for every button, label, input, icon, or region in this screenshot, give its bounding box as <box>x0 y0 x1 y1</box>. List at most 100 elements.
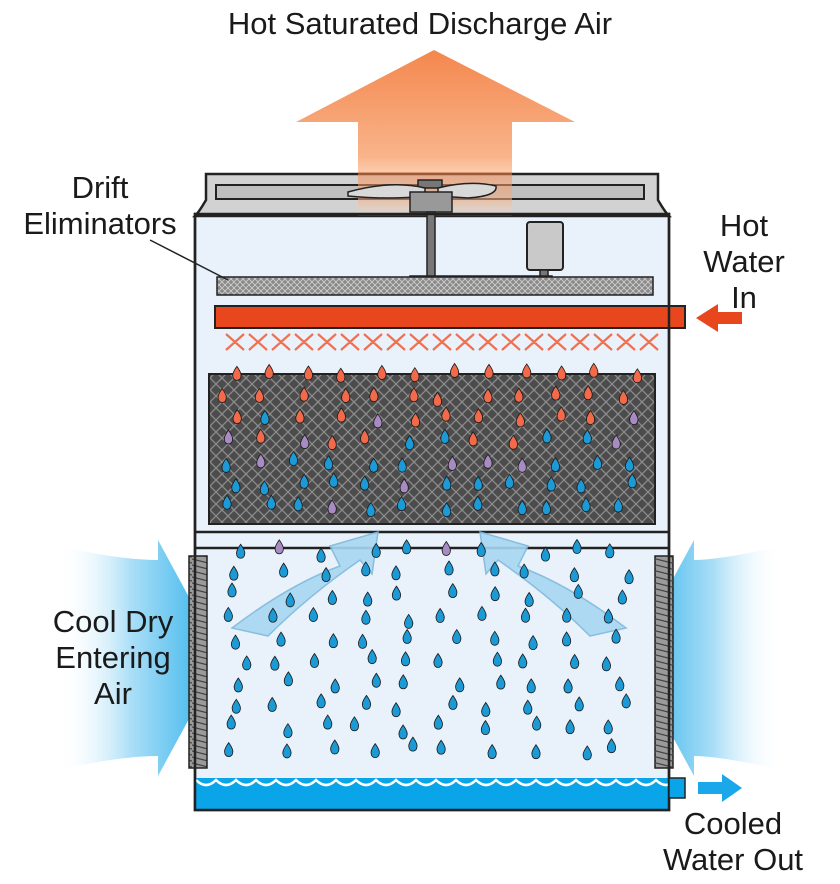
water-droplet <box>574 696 584 712</box>
water-droplet <box>267 696 277 712</box>
water-droplet <box>483 388 493 404</box>
water-droplet <box>404 613 414 629</box>
water-droplet <box>611 434 621 450</box>
water-droplet <box>589 362 599 378</box>
water-droplet <box>231 478 241 494</box>
water-droplet <box>363 591 373 607</box>
left-intake-air-arrow <box>58 540 222 776</box>
water-droplet <box>321 566 331 583</box>
spray-pattern <box>225 333 659 351</box>
water-droplet <box>217 387 227 403</box>
water-droplet <box>330 739 340 755</box>
water-droplet <box>585 409 596 425</box>
water-droplet <box>256 428 266 444</box>
water-droplet <box>624 456 635 472</box>
water-droplet <box>582 745 592 761</box>
water-droplet <box>308 606 318 622</box>
water-droplet <box>546 476 556 492</box>
water-droplet <box>436 739 446 755</box>
water-droplet <box>361 561 371 577</box>
water-droplet <box>540 546 551 562</box>
water-droplet <box>410 412 421 428</box>
water-droplet <box>402 628 412 644</box>
water-droplet <box>242 655 252 671</box>
water-droplet <box>323 714 333 730</box>
water-droplet <box>569 567 579 583</box>
water-droplet <box>400 651 411 667</box>
water-droplet <box>276 631 286 647</box>
water-droplet <box>260 409 270 425</box>
water-droplet <box>222 494 232 510</box>
water-droplet <box>581 496 591 513</box>
water-droplet <box>490 586 500 602</box>
water-droplet <box>409 387 419 403</box>
fan-icon <box>347 179 497 281</box>
water-droplets <box>217 362 642 761</box>
water-droplet <box>448 582 458 599</box>
water-droplet <box>570 653 580 669</box>
water-droplet <box>520 607 531 623</box>
water-droplet <box>266 494 276 510</box>
water-droplet <box>360 428 370 445</box>
water-droplet <box>627 473 637 489</box>
water-droplet <box>557 365 567 381</box>
water-droplet <box>270 655 280 671</box>
water-droplet <box>274 539 284 555</box>
water-droplet <box>435 607 445 623</box>
water-droplet <box>442 502 452 518</box>
water-droplet <box>532 715 542 731</box>
water-droplet <box>360 475 370 491</box>
water-droplet <box>259 480 269 496</box>
water-droplet <box>563 678 573 694</box>
water-droplet <box>327 434 337 451</box>
water-droplet <box>450 362 460 378</box>
water-droplet <box>330 678 340 694</box>
water-droplet <box>229 565 239 581</box>
water-droplet <box>433 652 443 668</box>
water-droplet <box>518 653 528 669</box>
water-droplet <box>551 385 561 401</box>
water-droplet <box>621 693 631 709</box>
water-droplet <box>361 609 371 625</box>
water-droplet <box>369 386 379 403</box>
water-droplet <box>541 499 551 516</box>
water-droplet <box>522 363 532 379</box>
water-droplet <box>405 434 415 451</box>
water-droplet <box>615 676 625 692</box>
water-droplet <box>282 743 292 759</box>
basin-water-surface <box>195 778 677 787</box>
water-droplet <box>468 431 478 447</box>
water-droplet <box>632 368 642 384</box>
water-droplet <box>606 738 617 754</box>
water-droplet <box>448 694 458 710</box>
water-droplet <box>483 453 493 469</box>
fill-media <box>208 373 656 525</box>
water-droplet <box>517 499 527 516</box>
water-droplet <box>572 538 582 554</box>
water-droplet <box>477 605 487 621</box>
water-droplet <box>233 677 243 693</box>
water-droplet <box>366 501 376 517</box>
water-droplet <box>582 429 592 445</box>
water-droplet <box>361 694 372 710</box>
water-droplet <box>442 475 452 491</box>
water-droplet <box>523 699 533 715</box>
water-droplet <box>484 363 494 379</box>
water-droplet <box>473 475 483 491</box>
water-droplet <box>224 741 234 758</box>
water-droplet <box>618 389 628 405</box>
water-droplet <box>303 365 313 381</box>
water-droplet <box>473 408 483 424</box>
water-droplet <box>396 495 407 512</box>
water-droplet <box>492 651 502 667</box>
water-droplet <box>264 363 274 379</box>
water-droplet <box>323 455 334 471</box>
water-droplet <box>601 656 611 672</box>
water-droplet <box>391 585 402 601</box>
water-droplet <box>531 744 541 760</box>
water-droplet <box>504 473 515 489</box>
water-droplet <box>285 592 295 608</box>
water-droplet <box>373 413 383 429</box>
